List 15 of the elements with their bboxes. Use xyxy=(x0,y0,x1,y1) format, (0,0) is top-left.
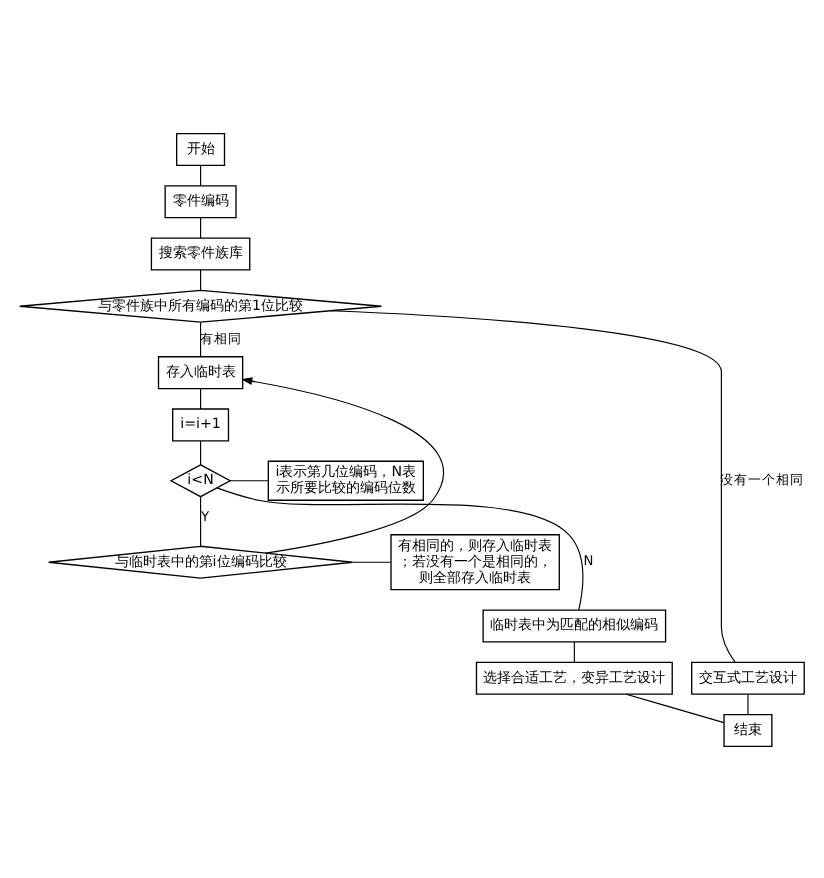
connector xyxy=(352,560,392,562)
connector xyxy=(200,216,202,238)
connector xyxy=(200,163,202,186)
connector xyxy=(200,387,202,409)
connector xyxy=(747,692,749,715)
arrow xyxy=(241,376,444,553)
connector xyxy=(573,640,575,662)
connector xyxy=(330,309,736,662)
connector xyxy=(229,479,269,481)
connector xyxy=(216,486,584,610)
connector xyxy=(200,495,202,546)
connector xyxy=(200,268,202,290)
connector xyxy=(625,692,725,723)
connector xyxy=(200,320,202,357)
connector xyxy=(200,439,202,465)
